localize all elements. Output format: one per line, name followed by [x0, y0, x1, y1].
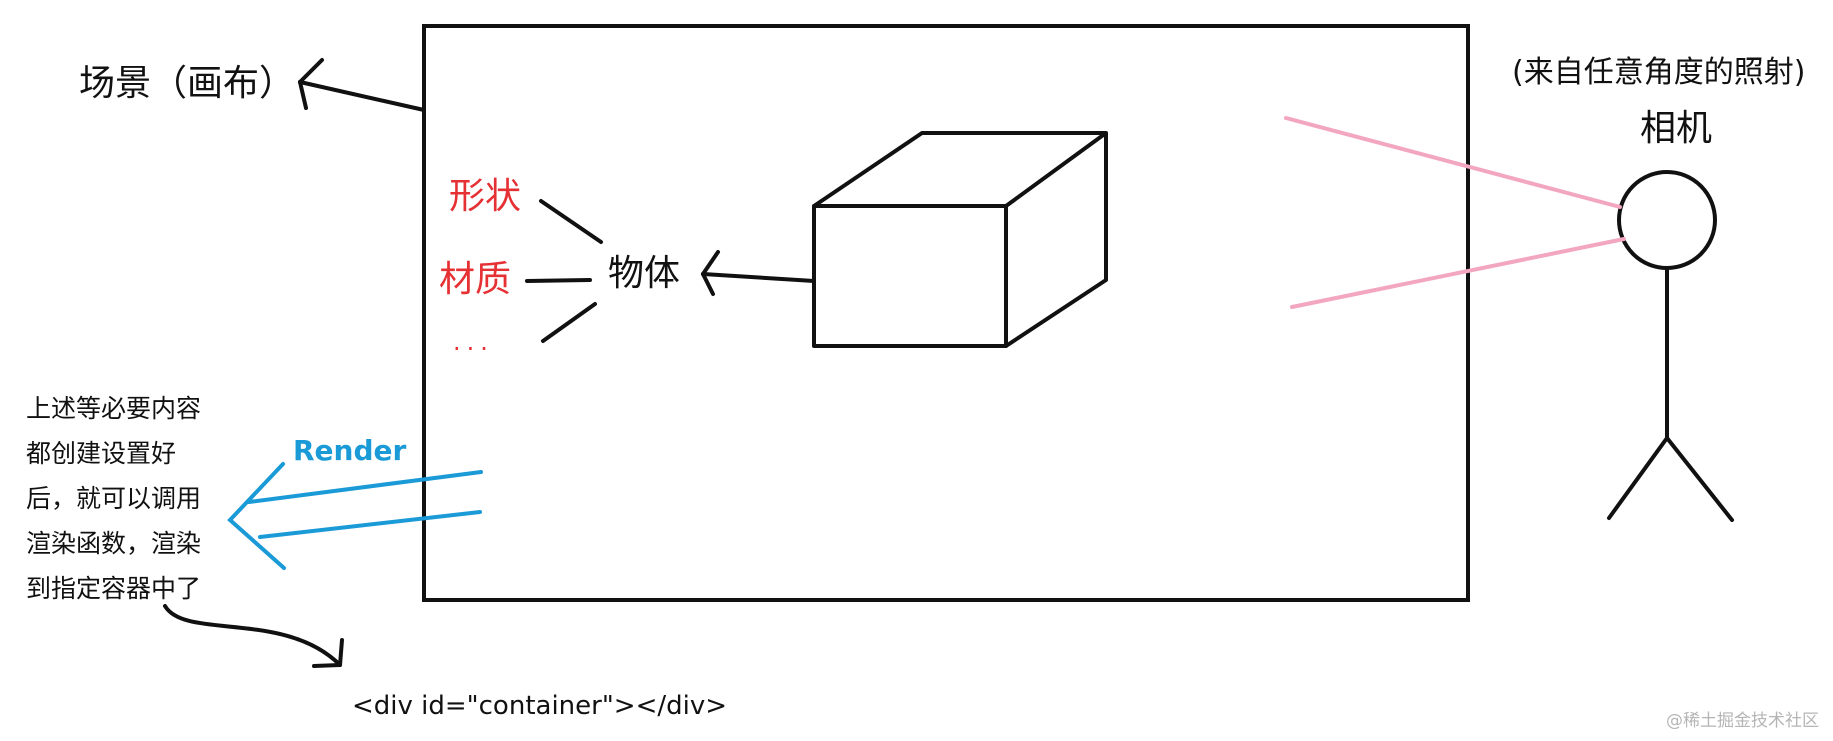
scene-frame [422, 24, 1470, 602]
camera-figure [1607, 170, 1734, 522]
render-arrows [227, 462, 483, 570]
object-arrow [701, 250, 816, 296]
render-note: 上述等必要内容 都创建设置好 后，就可以调用 渲染函数，渲染 到指定容器中了 [26, 386, 226, 611]
camera-label: 相机 [1640, 108, 1713, 149]
cube-object [812, 131, 1108, 348]
note-line: 到指定容器中了 [26, 574, 202, 603]
note-line: 渲染函数，渲染 [26, 529, 202, 558]
watermark: @稀土掘金技术社区 [1666, 711, 1819, 731]
property-connectors [525, 199, 603, 343]
note-line: 后，就可以调用 [26, 484, 202, 513]
note-line: 上述等必要内容 [26, 394, 202, 423]
render-label: Render [293, 434, 407, 467]
object-label: 物体 [608, 253, 681, 294]
container-code: <div id="container"></div> [352, 691, 728, 721]
container-arrow [163, 604, 344, 668]
camera-rays [1284, 116, 1626, 309]
shape-label: 形状 [449, 176, 522, 217]
scene-label: 场景（画布） [79, 63, 296, 104]
material-label: 材质 [439, 259, 512, 300]
note-line: 都创建设置好 [26, 439, 177, 468]
scene-arrow [298, 58, 426, 112]
ellipsis-label: ... [453, 328, 494, 356]
camera-note: (来自任意角度的照射) [1512, 55, 1806, 90]
